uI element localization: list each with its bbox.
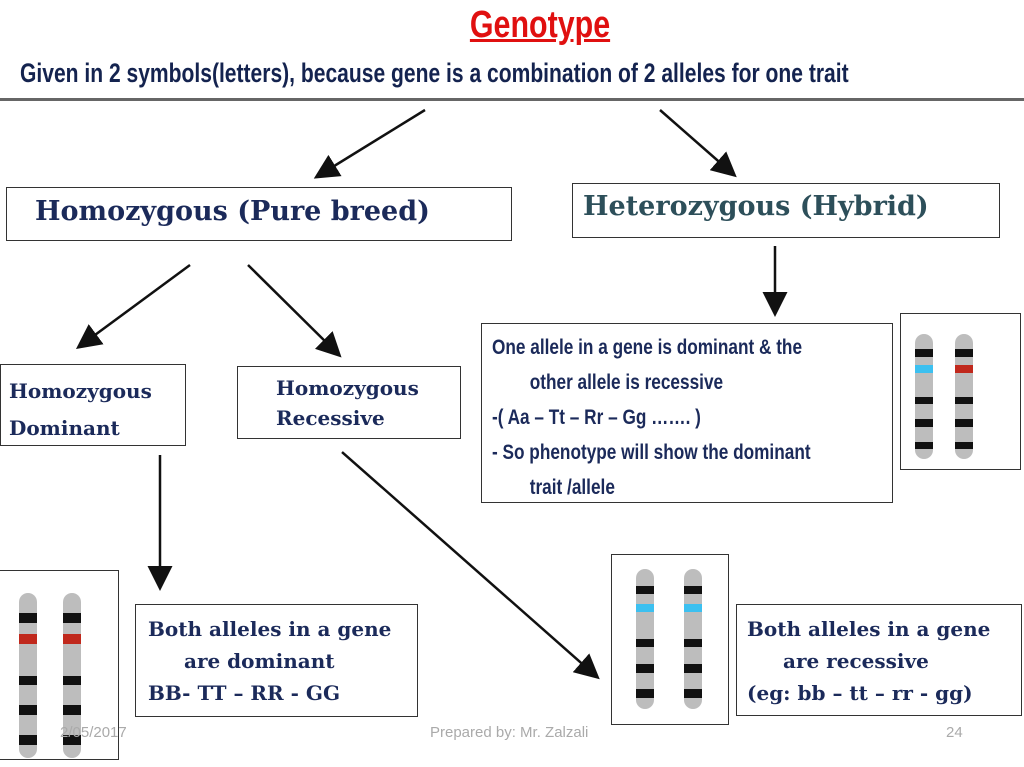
arrow (75, 263, 191, 349)
arrow (341, 451, 600, 680)
chromosome-band (19, 612, 37, 623)
chromosome-band (955, 349, 973, 357)
footer-author: Prepared by: Mr. Zalzali (430, 724, 589, 741)
chromosome-band (636, 639, 654, 648)
chromosome (915, 334, 933, 459)
chromosome-band (63, 734, 81, 745)
homozygous-box: Homozygous (Pure breed) (6, 187, 512, 241)
chromosome-band (19, 705, 37, 716)
heterozygous-box: Heterozygous (Hybrid) (572, 183, 1000, 238)
arrow (313, 108, 426, 179)
text-line: BB- TT – RR - GG (148, 681, 341, 705)
text-line: are dominant (184, 649, 335, 673)
chromosome-band (19, 675, 37, 686)
chromosome (955, 334, 973, 459)
chromosome-band (636, 585, 654, 595)
label: Homozygous (9, 379, 152, 403)
heterozygous-chromosome-image (900, 313, 1021, 470)
chromosome-band (684, 604, 702, 613)
text-line: Both alleles in a gene (148, 617, 392, 641)
chromosome-band (636, 604, 654, 613)
label: Homozygous (276, 376, 419, 400)
chromosome-band (684, 585, 702, 595)
chromosome-band (684, 689, 702, 698)
chromosome-band (19, 734, 37, 745)
slide-subtitle: Given in 2 symbols(letters), because gen… (20, 58, 849, 88)
chromosome-band (915, 396, 933, 404)
footer-date: 2/05/2017 (60, 724, 127, 741)
chromosome (636, 569, 654, 709)
recessive-description: Both alleles in a gene are recessive (eg… (736, 604, 1022, 716)
divider (0, 98, 1024, 101)
chromosome-band (63, 634, 81, 645)
chromosome-band (63, 675, 81, 686)
chromosome-band (19, 634, 37, 645)
chromosome-band (684, 664, 702, 673)
chromosome-band (915, 365, 933, 373)
text-line: Both alleles in a gene (747, 617, 991, 641)
chromosome-band (915, 419, 933, 427)
chromosome (19, 593, 37, 758)
chromosome-band (63, 612, 81, 623)
text-line: are recessive (783, 649, 929, 673)
arrow (659, 109, 737, 178)
chromosome-band (636, 664, 654, 673)
slide-title: Genotype (469, 4, 611, 46)
text-line: other allele is recessive (529, 371, 724, 394)
chromosome-band (955, 396, 973, 404)
dominant-description: Both alleles in a gene are dominant BB- … (135, 604, 418, 717)
chromosome-band (955, 441, 973, 449)
chromosome-band (684, 639, 702, 648)
chromosome-band (955, 419, 973, 427)
text-line: One allele in a gene is dominant & the (492, 336, 803, 359)
chromosome-band (955, 365, 973, 373)
heterozygous-description: One allele in a gene is dominant & the o… (481, 323, 893, 503)
text-line: -( Aa – Tt – Rr – Gg ……. ) (492, 406, 701, 429)
recessive-chromosome-image (611, 554, 729, 725)
chromosome (63, 593, 81, 758)
chromosome-band (63, 705, 81, 716)
chromosome-band (636, 689, 654, 698)
footer-page-number: 24 (946, 724, 963, 741)
text-line: trait /allele (529, 476, 615, 499)
label: Dominant (9, 416, 120, 440)
dominant-chromosome-image (0, 570, 119, 760)
chromosome-band (915, 349, 933, 357)
text-line: - So phenotype will show the dominant (492, 441, 811, 464)
text-line: (eg: bb – tt – rr - gg) (747, 681, 973, 705)
arrow (247, 264, 342, 358)
label: Recessive (276, 406, 385, 430)
chromosome-band (915, 441, 933, 449)
chromosome (684, 569, 702, 709)
